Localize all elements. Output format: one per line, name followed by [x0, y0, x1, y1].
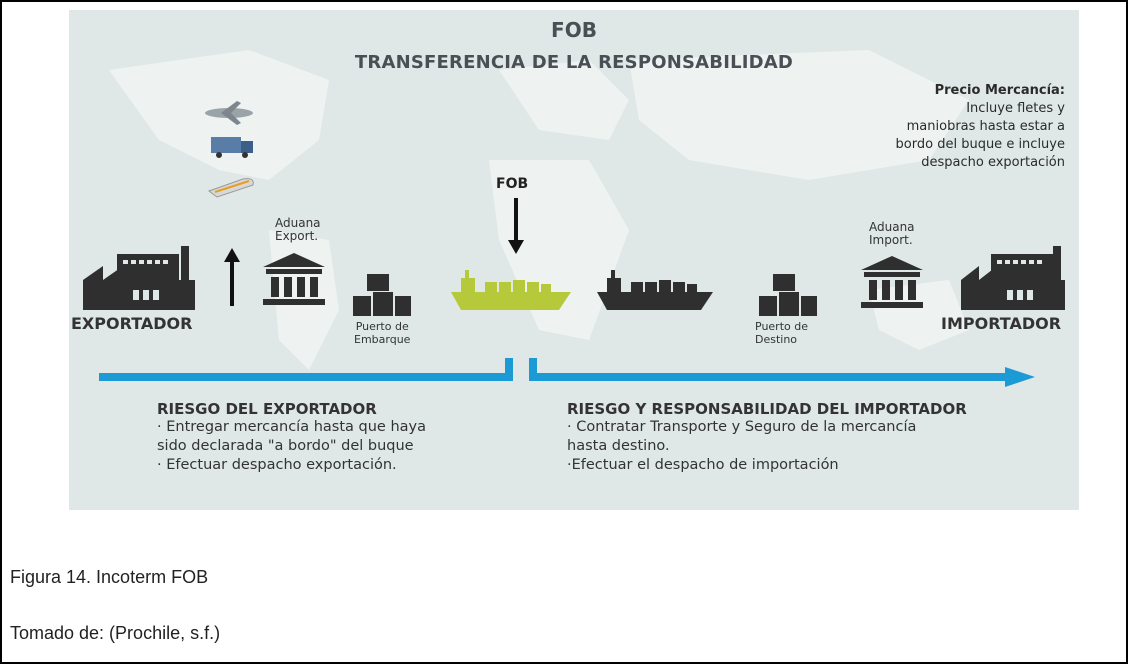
customs-import-building-icon — [861, 256, 923, 308]
airplane-icon — [205, 101, 253, 125]
port-destination-line: Puerto de — [755, 320, 808, 333]
port-destination-line: Destino — [755, 333, 798, 346]
price-note-line: despacho exportación — [921, 155, 1065, 170]
figure-source: Tomado de: (Prochile, s.f.) — [10, 623, 221, 643]
customs-import-line: Import. — [869, 233, 913, 247]
price-note: Precio Mercancía: Incluye fletes y manio… — [805, 82, 1065, 172]
train-icon — [207, 178, 254, 198]
port-origin-line: Puerto de — [355, 320, 409, 333]
ship-dark-icon — [597, 270, 713, 310]
exporter-factory-icon — [83, 246, 195, 310]
price-note-line: maniobras hasta estar a — [906, 119, 1065, 134]
customs-export-label: Aduana Export. — [275, 217, 321, 243]
price-note-line: Incluye fletes y — [966, 101, 1065, 116]
importer-risk-title: RIESGO Y RESPONSABILIDAD DEL IMPORTADOR — [567, 400, 967, 418]
arrow-head-icon — [1005, 367, 1035, 387]
customs-export-line: Export. — [275, 229, 319, 243]
fob-marker-label: FOB — [496, 176, 529, 192]
port-origin-line: Embarque — [354, 333, 411, 346]
cargo-boxes-icon — [759, 274, 817, 316]
figure-caption: Figura 14. Incoterm FOB — [10, 567, 209, 587]
diagram-title: FOB — [551, 18, 597, 42]
diagram-subtitle: TRANSFERENCIA DE LA RESPONSABILIDAD — [354, 52, 794, 73]
truck-icon — [211, 137, 253, 158]
importer-risk-line: hasta destino. — [567, 438, 670, 454]
port-destination-label: Puerto de Destino — [755, 320, 808, 346]
importer-risk-line: · Contratar Transporte y Seguro de la me… — [567, 419, 917, 435]
fob-diagram: FOB TRANSFERENCIA DE LA RESPONSABILIDAD … — [69, 10, 1079, 510]
exporter-risk-line: sido declarada "a bordo" del buque — [157, 438, 414, 454]
risk-transfer-arrows — [99, 358, 1035, 387]
customs-import-line: Aduana — [869, 220, 915, 234]
importer-risk-line: ·Efectuar el despacho de importación — [567, 457, 839, 473]
up-arrow-icon — [224, 248, 240, 306]
exporter-risk-title: RIESGO DEL EXPORTADOR — [157, 400, 377, 418]
exporter-risk-line: · Entregar mercancía hasta que haya — [157, 419, 426, 435]
exporter-risk-line: · Efectuar despacho exportación. — [157, 457, 397, 473]
importer-label: IMPORTADOR — [941, 314, 1062, 333]
ship-green-icon — [451, 270, 571, 310]
customs-import-label: Aduana Import. — [869, 221, 915, 247]
exporter-risk: RIESGO DEL EXPORTADOR · Entregar mercanc… — [157, 400, 426, 475]
transport-icons — [205, 101, 254, 198]
customs-export-building-icon — [263, 253, 325, 305]
exporter-label: EXPORTADOR — [71, 314, 193, 333]
cargo-boxes-icon — [353, 274, 411, 316]
importer-factory-icon — [961, 246, 1065, 310]
port-origin-label: Puerto de Embarque — [354, 320, 410, 346]
price-note-title: Precio Mercancía: — [934, 83, 1065, 98]
customs-export-line: Aduana — [275, 216, 321, 230]
price-note-line: bordo del buque e incluye — [895, 137, 1065, 152]
down-arrow-icon — [508, 198, 524, 254]
importer-risk: RIESGO Y RESPONSABILIDAD DEL IMPORTADOR … — [567, 400, 967, 475]
